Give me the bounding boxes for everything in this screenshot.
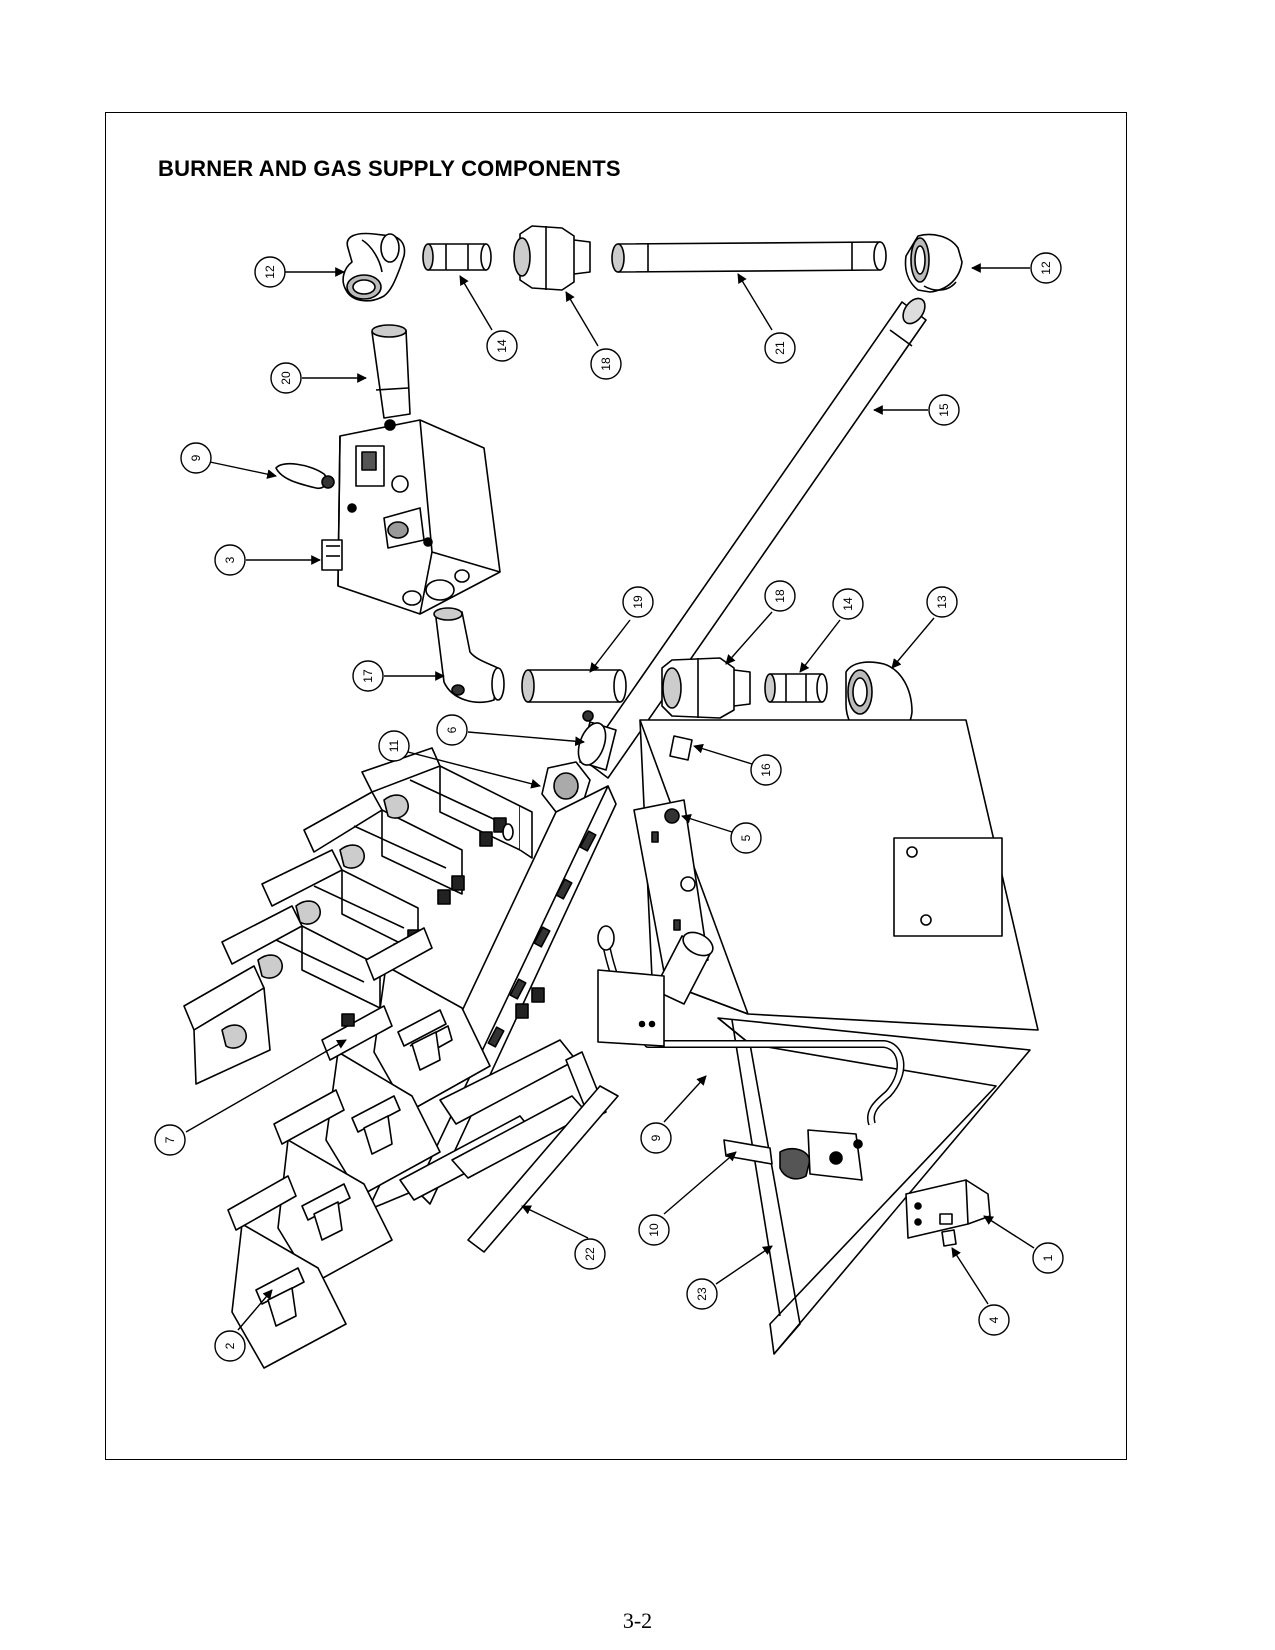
callout-14-mid: 14	[799, 588, 864, 673]
svg-text:6: 6	[445, 726, 459, 733]
callout-17: 17	[352, 660, 445, 692]
burner-rail-22	[467, 1085, 619, 1253]
svg-text:4: 4	[987, 1316, 1001, 1323]
callout-18-mid: 18	[725, 580, 796, 665]
callout-6: 6	[436, 714, 585, 747]
callout-13: 13	[891, 586, 958, 669]
heat-shield-23	[717, 1017, 1031, 1355]
callout-23: 23	[686, 1245, 773, 1310]
svg-text:13: 13	[935, 595, 949, 609]
diagram-title: BURNER AND GAS SUPPLY COMPONENTS	[158, 156, 621, 181]
callout-10: 10	[638, 1151, 737, 1246]
svg-text:9: 9	[189, 454, 203, 461]
elbow-17	[433, 607, 505, 704]
svg-text:22: 22	[583, 1247, 597, 1261]
diagram-frame	[105, 112, 1127, 1460]
callout-18-top: 18	[565, 291, 622, 380]
callout-21: 21	[737, 273, 796, 364]
svg-text:23: 23	[695, 1287, 709, 1301]
svg-text:15: 15	[937, 403, 951, 417]
callout-12-top-left: 12	[254, 256, 345, 288]
lower-burners	[227, 927, 607, 1369]
svg-text:5: 5	[739, 834, 753, 841]
svg-text:12: 12	[263, 265, 277, 279]
callout-20: 20	[270, 362, 367, 394]
tube-end	[653, 931, 714, 1005]
svg-text:14: 14	[495, 339, 509, 353]
callout-7: 7	[154, 1039, 347, 1156]
pipe-plug-16	[669, 735, 693, 761]
svg-text:10: 10	[647, 1223, 661, 1237]
pipe-21-top	[611, 241, 887, 273]
page-number: 3-2	[622, 1608, 653, 1633]
callout-19: 19	[589, 586, 654, 673]
svg-text:9: 9	[649, 1134, 663, 1141]
svg-text:17: 17	[361, 669, 375, 683]
elbow-12-top-right	[904, 233, 963, 293]
elbow-12-top-left	[342, 232, 406, 302]
gas-valve-3	[321, 419, 501, 615]
svg-text:7: 7	[163, 1136, 177, 1143]
callout-9-lower: 9	[640, 1075, 707, 1154]
callout-3: 3	[214, 544, 321, 576]
flex-loop-9-top	[275, 462, 335, 490]
callout-14-top: 14	[459, 275, 518, 362]
orifice-plate	[633, 799, 709, 973]
union-18-top	[513, 225, 591, 291]
callout-1: 1	[983, 1215, 1064, 1274]
nipple-14-top	[422, 243, 492, 271]
svg-text:14: 14	[841, 597, 855, 611]
svg-text:21: 21	[773, 341, 787, 355]
pilot-assembly-10	[723, 1129, 863, 1181]
callout-11: 11	[378, 730, 541, 789]
svg-text:11: 11	[387, 739, 401, 752]
callout-15: 15	[873, 394, 960, 426]
callout-22: 22	[521, 1205, 606, 1270]
screw-4	[941, 1229, 957, 1247]
union-18-mid	[661, 657, 751, 719]
callout-16: 16	[693, 743, 782, 786]
svg-text:18: 18	[773, 589, 787, 603]
svg-text:1: 1	[1041, 1254, 1055, 1261]
bushing-11	[541, 761, 591, 813]
svg-text:16: 16	[759, 763, 773, 777]
svg-text:18: 18	[599, 357, 613, 371]
callout-9-top: 9	[180, 442, 277, 479]
callout-4: 4	[951, 1247, 1010, 1336]
callout-12-top-right: 12	[971, 252, 1062, 284]
nipple-19	[521, 669, 627, 703]
svg-text:12: 12	[1039, 261, 1053, 275]
manifold-pipe-15	[583, 297, 927, 779]
pilot-bracket	[597, 969, 665, 1047]
svg-text:3: 3	[223, 556, 237, 563]
nipple-14-mid	[764, 673, 828, 703]
support-tray	[639, 719, 1039, 1031]
callout-2: 2	[214, 1289, 273, 1362]
callout-5: 5	[681, 814, 762, 854]
svg-text:2: 2	[223, 1342, 237, 1349]
bracket-1	[905, 1179, 991, 1239]
nipple-20	[371, 324, 411, 419]
svg-text:20: 20	[279, 371, 293, 385]
fitting-6	[577, 710, 617, 771]
svg-text:19: 19	[631, 595, 645, 609]
